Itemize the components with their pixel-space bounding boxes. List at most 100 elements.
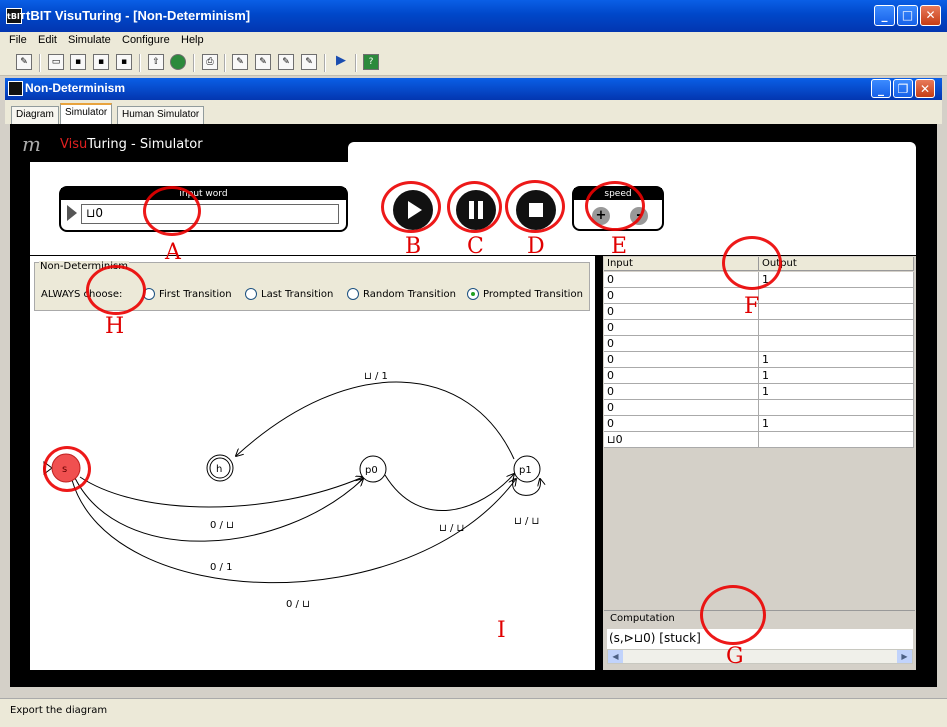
edge-p1-h[interactable] — [236, 381, 515, 460]
table-cell-input[interactable]: 0 — [604, 320, 759, 336]
annotation-label-g: G — [726, 644, 744, 669]
edge-label-p1-h: ⊔ / 1 — [364, 371, 388, 382]
tab-diagram[interactable]: Diagram — [11, 106, 59, 124]
doc-restore-button[interactable]: ❐ — [893, 79, 913, 98]
radio-last-transition[interactable] — [245, 288, 257, 300]
annotation-circle-f — [722, 236, 782, 290]
save-as-icon[interactable]: ▪ — [116, 54, 132, 70]
doc-close-button[interactable]: ✕ — [915, 79, 935, 98]
radio-prompted-transition[interactable] — [467, 288, 479, 300]
edge-s-p0-lower[interactable] — [74, 478, 363, 542]
state-p0-label: p0 — [365, 465, 378, 476]
table-cell-output[interactable] — [759, 336, 914, 352]
scroll-right-icon[interactable]: ▶ — [897, 650, 912, 663]
save-all-icon[interactable]: ▪ — [93, 54, 109, 70]
tab-human-simulator[interactable]: Human Simulator — [117, 106, 205, 124]
edit-icon-4[interactable]: ✎ — [301, 54, 317, 70]
edge-s-p1[interactable] — [71, 479, 516, 584]
edge-label-p0-p1: ⊔ / ⊔ — [439, 523, 464, 534]
annotation-circle-e — [585, 181, 645, 231]
radio-last-transition-label[interactable]: Last Transition — [261, 289, 334, 300]
table-cell-input[interactable]: 0 — [604, 336, 759, 352]
doc-icon — [8, 81, 23, 96]
table-cell-output[interactable] — [759, 304, 914, 320]
document-title: Non-Determinism — [25, 81, 126, 95]
visuturing-logo: m — [22, 132, 41, 156]
table-cell-output[interactable]: 1 — [759, 368, 914, 384]
edit-icon-1[interactable]: ✎ — [232, 54, 248, 70]
play-icon[interactable]: ▶ — [336, 53, 346, 68]
window-titlebar[interactable]: tBIT tBIT VisuTuring - [Non-Determinism]… — [0, 0, 947, 32]
annotation-label-d: D — [527, 234, 545, 259]
edge-p0-p1[interactable] — [384, 474, 514, 512]
state-diagram[interactable]: ⊔ / 1 0 / ⊔ 0 / 1 0 / ⊔ ⊔ / ⊔ ⊔ / ⊔ s h … — [30, 312, 595, 670]
state-p1-label: p1 — [519, 465, 532, 476]
state-h-final-ring — [209, 457, 231, 479]
column-header-output[interactable]: Output — [759, 257, 914, 271]
menu-configure[interactable]: Configure — [122, 34, 170, 46]
table-cell-output[interactable] — [759, 400, 914, 416]
minimize-button[interactable]: _ — [874, 5, 895, 26]
scroll-left-icon[interactable]: ◀ — [608, 650, 623, 663]
diagram-panel — [30, 256, 595, 670]
edit-icon-2[interactable]: ✎ — [255, 54, 271, 70]
save-icon[interactable]: ▪ — [70, 54, 86, 70]
help-icon[interactable]: ? — [363, 54, 379, 70]
table-cell-output[interactable]: 1 — [759, 384, 914, 400]
edge-s-p0-upper[interactable] — [79, 477, 363, 508]
menu-edit[interactable]: Edit — [38, 34, 57, 46]
menu-help[interactable]: Help — [181, 34, 204, 46]
table-cell-input[interactable]: 0 — [604, 352, 759, 368]
table-cell-output[interactable]: 1 — [759, 416, 914, 432]
menu-simulate[interactable]: Simulate — [68, 34, 111, 46]
edit-icon-3[interactable]: ✎ — [278, 54, 294, 70]
computation-text: (s,⊳⊔0) [stuck] — [607, 629, 913, 649]
print-icon[interactable]: ⎙ — [202, 54, 218, 70]
radio-random-transition[interactable] — [347, 288, 359, 300]
table-cell-output[interactable]: 1 — [759, 272, 914, 288]
open-icon[interactable]: ▭ — [48, 54, 64, 70]
table-cell-input[interactable]: 0 — [604, 368, 759, 384]
new-icon[interactable]: ✎ — [16, 54, 32, 70]
radio-random-transition-label[interactable]: Random Transition — [363, 289, 456, 300]
edge-label-s-p0-lower: 0 / 1 — [210, 562, 232, 573]
input-word-field[interactable]: ⊔0 — [81, 204, 339, 224]
table-cell-input[interactable]: 0 — [604, 400, 759, 416]
table-cell-input[interactable]: 0 — [604, 304, 759, 320]
radio-prompted-transition-label[interactable]: Prompted Transition — [483, 289, 583, 300]
edge-p1-loop[interactable] — [512, 478, 541, 496]
table-cell-output[interactable] — [759, 432, 914, 448]
app-icon: tBIT — [6, 8, 25, 24]
state-h[interactable] — [206, 454, 234, 482]
window-title: tBIT VisuTuring - [Non-Determinism] — [26, 8, 251, 23]
edge-label-s-p1: 0 / ⊔ — [286, 599, 310, 610]
tab-simulator[interactable]: Simulator — [60, 103, 113, 124]
menu-file[interactable]: File — [9, 34, 27, 46]
table-cell-input[interactable]: ⊔0 — [604, 432, 759, 448]
computation-scrollbar[interactable]: ◀ ▶ — [607, 649, 913, 664]
table-cell-input[interactable]: 0 — [604, 416, 759, 432]
close-button[interactable]: ✕ — [920, 5, 941, 26]
document-titlebar[interactable]: Non-Determinism _ ❐ ✕ — [5, 78, 942, 100]
computation-panel: Computation (s,⊳⊔0) [stuck] ◀ ▶ — [604, 610, 915, 668]
edge-label-s-p0-upper: 0 / ⊔ — [210, 520, 234, 531]
annotation-label-f: F — [744, 294, 760, 319]
state-p0[interactable] — [359, 455, 387, 483]
state-p1[interactable] — [513, 455, 541, 483]
globe-icon[interactable] — [170, 54, 186, 70]
input-word-box: input word ⊔0 — [59, 186, 348, 232]
table-cell-output[interactable]: 1 — [759, 352, 914, 368]
annotation-circle-b — [381, 181, 441, 233]
table-cell-input[interactable]: 0 — [604, 288, 759, 304]
export-icon[interactable]: ⇧ — [148, 54, 164, 70]
table-cell-output[interactable] — [759, 320, 914, 336]
status-bar: Export the diagram — [0, 698, 947, 727]
maximize-button[interactable]: □ — [897, 5, 918, 26]
radio-first-transition-label[interactable]: First Transition — [159, 289, 232, 300]
table-cell-input[interactable]: 0 — [604, 384, 759, 400]
doc-minimize-button[interactable]: _ — [871, 79, 891, 98]
annotation-label-a: A — [165, 240, 181, 265]
annotation-circle-h — [86, 265, 146, 315]
table-cell-output[interactable] — [759, 288, 914, 304]
annotation-circle-a — [143, 186, 201, 236]
